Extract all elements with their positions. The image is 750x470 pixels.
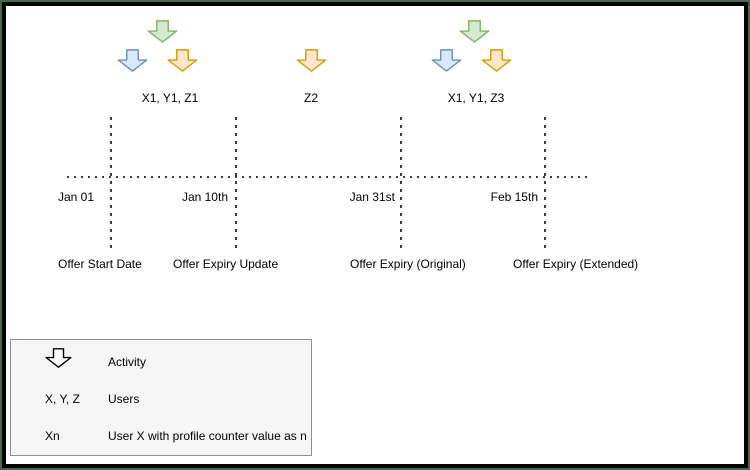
legend-users-symbol: X, Y, Z — [45, 392, 80, 406]
activity-arrow-icon — [45, 348, 72, 368]
marker-line-jan10 — [235, 117, 237, 248]
down-arrow-orange-icon — [296, 49, 327, 72]
marker-line-jan31 — [400, 117, 402, 248]
legend-counter-symbol: Xn — [45, 429, 60, 443]
group-label-jan10: X1, Y1, Z1 — [141, 91, 199, 105]
legend-users-label: Users — [108, 392, 140, 406]
down-arrow-blue-icon — [117, 49, 148, 72]
legend-activity-label: Activity — [108, 355, 147, 369]
milestone-offer-expiry-extended: Offer Expiry (Extended) — [513, 257, 639, 271]
marker-line-feb15 — [544, 117, 546, 248]
timeline-axis — [67, 176, 592, 178]
down-arrow-blue-icon — [431, 49, 462, 72]
down-arrow-orange-icon — [167, 49, 198, 72]
date-label-jan31: Jan 31st — [349, 190, 395, 204]
down-arrow-green-icon — [459, 20, 490, 43]
date-label-feb15: Feb 15th — [490, 190, 538, 204]
milestone-offer-expiry-original: Offer Expiry (Original) — [350, 257, 466, 271]
down-arrow-orange-icon — [481, 49, 512, 72]
date-label-jan10: Jan 10th — [181, 190, 228, 204]
legend-counter-label: User X with profile counter value as n — [108, 429, 307, 443]
milestone-offer-expiry-update: Offer Expiry Update — [173, 257, 279, 271]
date-label-jan01: Jan 01 — [58, 190, 95, 204]
legend-box: Activity X, Y, Z Users Xn User X with pr… — [10, 339, 312, 456]
marker-line-jan01 — [110, 117, 112, 248]
group-label-feb15: X1, Y1, Z3 — [447, 91, 505, 105]
group-label-jan31: Z2 — [303, 91, 319, 105]
milestone-offer-start-date: Offer Start Date — [58, 257, 142, 271]
down-arrow-green-icon — [147, 20, 178, 43]
